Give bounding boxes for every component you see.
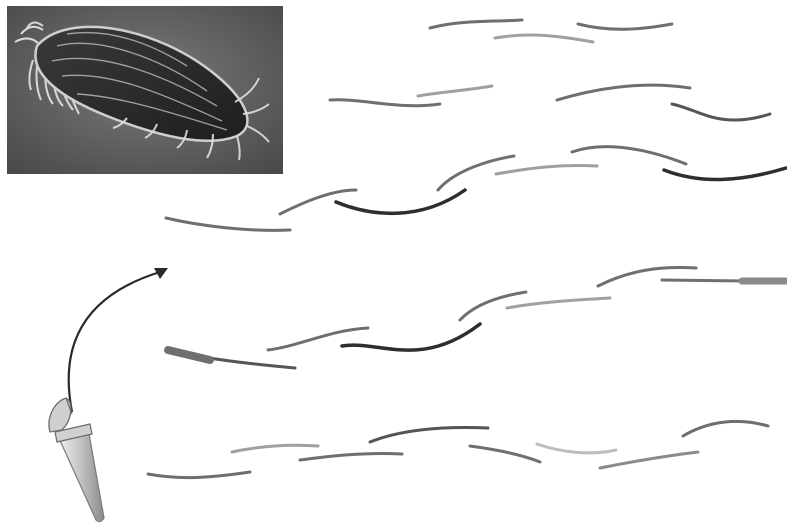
dna-fragment	[166, 218, 290, 230]
fragment-group-upper-middle	[166, 147, 786, 231]
dna-fragment	[598, 268, 696, 286]
dna-fragment	[672, 104, 770, 120]
dna-fragment	[280, 190, 356, 214]
dna-fragment	[418, 86, 492, 96]
dna-fragment	[496, 165, 597, 174]
dna-fragment	[430, 20, 522, 28]
dna-fragment	[168, 350, 210, 360]
microcentrifuge-tube-icon	[49, 398, 104, 522]
fragment-group-lower-middle	[168, 268, 786, 368]
dna-fragment	[330, 100, 440, 106]
dna-fragment	[572, 147, 686, 164]
dna-fragment	[232, 445, 318, 452]
dna-fragment	[336, 190, 465, 213]
dna-fragment	[507, 298, 610, 308]
fragment-group-top	[330, 20, 770, 120]
dna-fragment	[148, 472, 250, 478]
dna-fragment	[300, 453, 402, 460]
dna-fragment	[683, 421, 768, 436]
dna-fragment	[470, 446, 540, 462]
dna-fragment	[662, 280, 745, 281]
dna-fragment	[495, 35, 593, 42]
dna-fragment	[664, 168, 786, 180]
dna-fragment	[557, 85, 690, 100]
fragment-group-bottom	[148, 421, 768, 477]
dna-fragment	[370, 428, 488, 442]
curved-arrow-icon	[69, 268, 168, 412]
dna-fragment	[537, 444, 616, 453]
dna-fragment	[578, 24, 672, 29]
dna-fragment	[600, 452, 698, 468]
